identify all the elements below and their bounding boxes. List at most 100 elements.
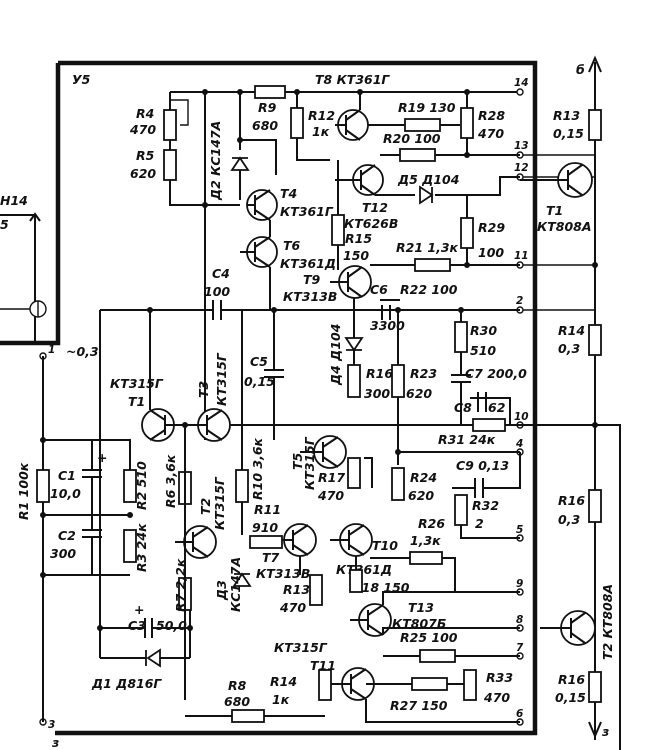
t11-symbol <box>330 668 367 700</box>
resistor-r13 <box>588 109 602 141</box>
r13b-label: R13 <box>283 582 310 597</box>
t4-symbol <box>247 189 271 221</box>
t1r-label: Т1 <box>546 203 563 218</box>
resistor-r20 <box>399 148 436 162</box>
pin-10: 10 <box>514 411 529 423</box>
t10-type: КТ361Д <box>336 562 392 577</box>
r2-label: R2 510 <box>134 461 149 510</box>
r14r-value: 0,3 <box>558 341 580 356</box>
resistor-r21 <box>414 258 451 272</box>
r30-label: R30 <box>470 323 497 338</box>
t12-type: КТ626В <box>344 216 398 231</box>
r32-wire <box>460 525 520 539</box>
c4-value: 100 <box>204 284 230 299</box>
r15-label: R15 <box>345 231 372 246</box>
resistor-r14-lower <box>318 669 332 701</box>
t8-symbol <box>335 109 361 141</box>
t1-symbol <box>149 409 185 441</box>
d3-type: КС147А <box>228 557 243 612</box>
t9-type: КТ313В <box>283 289 337 304</box>
c3-value: 50,0 <box>156 618 187 633</box>
r4-wiper <box>170 99 189 126</box>
resistor-r31 <box>472 418 506 432</box>
r16r-value: 0,3 <box>558 512 580 527</box>
c9-label: С9 0,13 <box>456 458 509 473</box>
resistor-r32 <box>454 494 468 526</box>
resistor-r17 <box>347 457 361 489</box>
board-title: У5 <box>72 72 91 87</box>
t2-label: Т2 <box>198 498 213 515</box>
resistor-r23 <box>391 364 405 398</box>
arrow-up-icon <box>588 55 602 73</box>
zener-d1 <box>145 648 161 668</box>
r9-value: 680 <box>252 118 278 133</box>
resistor-r15 <box>331 214 345 246</box>
r17-value: 470 <box>317 488 344 503</box>
arrow-down-icon <box>588 721 602 739</box>
r23-value: 620 <box>406 386 432 401</box>
r22-label: R22 100 <box>400 282 458 297</box>
t12-symbol <box>335 164 376 196</box>
capacitor-c5 <box>264 310 284 440</box>
r28-label: R28 <box>478 108 505 123</box>
c6-label: С6 <box>370 282 388 297</box>
r26-label: R26 <box>418 516 445 531</box>
r5-label: R5 <box>136 148 155 163</box>
r1-label: R1 100к <box>16 462 31 520</box>
t1r-symbol <box>520 164 583 196</box>
pin-2: 2 <box>516 295 523 307</box>
c1-label: С1 <box>58 468 76 483</box>
resistor-r16-bottom <box>588 671 602 703</box>
pin-11: 11 <box>514 250 529 262</box>
r10-label: R10 3,6к <box>250 437 265 500</box>
zener-d2 <box>230 156 250 171</box>
resistor-r19 <box>404 118 441 132</box>
r12-label: R12 <box>308 108 335 123</box>
r13b-value: 470 <box>279 600 306 615</box>
t3-label: Т3 <box>196 381 211 398</box>
resistor-r28 <box>460 107 474 139</box>
r4-label: R4 <box>136 106 154 121</box>
resistor-r18 <box>349 569 363 593</box>
r31-wire <box>230 424 621 750</box>
capacitor-c3 <box>100 618 190 638</box>
pin-14: 14 <box>514 77 529 89</box>
rail-bottom-label: з <box>601 724 609 739</box>
c2-value: 300 <box>50 546 76 561</box>
r3-label: R3 24к <box>134 523 149 572</box>
t5-symbol <box>300 436 339 468</box>
r16b-value: 0,15 <box>555 690 586 705</box>
r27-wire <box>365 683 520 723</box>
t7-type: КТ313В <box>256 566 310 581</box>
t7-symbol <box>282 524 309 556</box>
t10-symbol <box>330 524 365 556</box>
diode-d4 <box>344 337 364 352</box>
c2-label: С2 <box>58 528 76 543</box>
r11-value: 910 <box>252 520 278 535</box>
t6a-label: Т6 <box>283 238 301 253</box>
d5-label: Д5 Д104 <box>397 172 459 187</box>
pin-8: 8 <box>516 614 523 626</box>
test-point-lead <box>0 301 39 317</box>
resistor-r13-lower <box>309 574 323 606</box>
pin-6: 6 <box>516 708 523 720</box>
r29-value: 100 <box>478 245 504 260</box>
c1-value: 10,0 <box>50 486 81 501</box>
r16b-label: R16 <box>558 672 585 687</box>
c6-value: 3300 <box>370 318 405 333</box>
c4-label: С4 <box>212 266 230 281</box>
t5-type: КТ315Г <box>302 436 317 490</box>
resistor-r33 <box>463 669 477 701</box>
capacitor-c7 <box>451 374 471 425</box>
r13-label: R13 <box>553 108 580 123</box>
t13-symbol <box>350 604 384 636</box>
capacitor-c8 <box>470 392 511 425</box>
pin-3: 3 <box>48 719 55 731</box>
pin-12: 12 <box>514 162 529 174</box>
t3-type: КТ315Г <box>214 352 229 406</box>
r8-label: R8 <box>228 678 247 693</box>
r25-label: R25 100 <box>400 630 458 645</box>
r14b-label: R14 <box>270 674 297 689</box>
t10-label: Т10 <box>372 538 398 553</box>
d2-label: Д2 КС147А <box>208 121 223 201</box>
